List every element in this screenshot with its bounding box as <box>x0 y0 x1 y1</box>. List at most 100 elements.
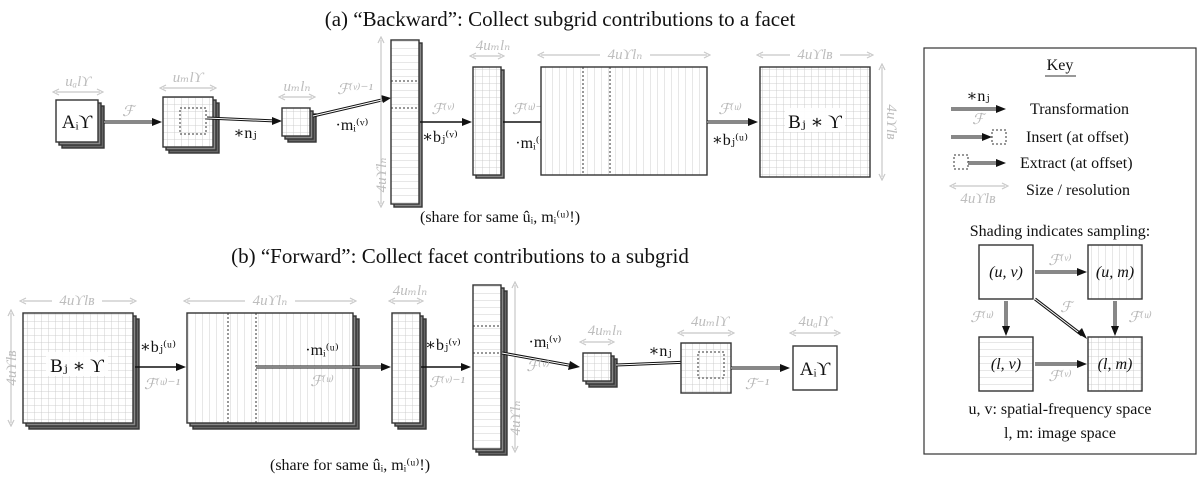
panel-b-title: (b) “Forward”: Collect facet contributio… <box>231 244 689 268</box>
edge-insert: ∗nⱼ <box>615 343 696 367</box>
node-tall-horizontal-stack <box>472 284 508 456</box>
node-tall-horizontal <box>390 39 423 208</box>
svg-text:4uₐlϒ: 4uₐlϒ <box>798 314 833 330</box>
size-indicator: uₘlₙ <box>282 79 312 97</box>
node-narrow-grid-stack <box>391 312 427 430</box>
svg-text:ℱ⁽ᵛ⁾: ℱ⁽ᵛ⁾ <box>1048 368 1072 385</box>
node-wide-vertical <box>540 66 708 176</box>
svg-text:(l, v): (l, v) <box>991 356 1021 373</box>
svg-text:4uₘlₙ: 4uₘlₙ <box>393 283 427 299</box>
svg-text:uₘlϒ: uₘlϒ <box>173 70 205 86</box>
svg-text:ℱ⁻¹: ℱ⁻¹ <box>745 377 770 393</box>
edge-transform: ℱ⁽ᵘ⁾ ∗bⱼ⁽ᵘ⁾ <box>707 101 758 149</box>
svg-text:ℱ: ℱ <box>1060 300 1075 316</box>
panel-a-title: (a) “Backward”: Collect subgrid contribu… <box>325 7 796 31</box>
share-note: (share for same ûᵢ, mᵢ⁽ᵘ⁾!) <box>270 457 430 474</box>
size-indicator: 4uₘlₙ <box>392 283 427 301</box>
edge-transform: ℱ⁻¹ <box>731 364 790 393</box>
share-note: (share for same ûᵢ, mᵢ⁽ᵘ⁾!) <box>420 209 580 226</box>
svg-text:uₐlϒ: uₐlϒ <box>65 74 92 90</box>
svg-text:4uϒlʙ: 4uϒlʙ <box>883 104 899 140</box>
key-title: Key <box>1047 57 1074 74</box>
svg-text:4uϒlₙ: 4uϒlₙ <box>508 401 524 436</box>
edge-transform: ℱ <box>104 104 162 126</box>
svg-text:(u, m): (u, m) <box>1096 264 1134 281</box>
node-wide-vertical-stack <box>186 312 360 430</box>
key-transformation: ∗nⱼ ℱ Transformation <box>951 88 1129 128</box>
svg-text:ℱ⁽ᵛ⁾⁻¹: ℱ⁽ᵛ⁾⁻¹ <box>337 81 373 98</box>
svg-text:ℱ⁽ᵛ⁾⁻¹: ℱ⁽ᵛ⁾⁻¹ <box>429 374 465 391</box>
svg-text:∗bⱼ⁽ᵛ⁾: ∗bⱼ⁽ᵛ⁾ <box>422 129 458 146</box>
edge-extract: ∗nⱼ <box>206 116 282 142</box>
size-indicator: 4uₘlϒ <box>681 314 731 333</box>
size-indicator: uₘlϒ <box>163 70 213 88</box>
key-node-lm <box>1087 336 1143 392</box>
svg-text:ℱ⁽ᵘ⁾⁻¹: ℱ⁽ᵘ⁾⁻¹ <box>144 376 180 393</box>
svg-text:Extract (at offset): Extract (at offset) <box>1020 155 1133 172</box>
node-grid-stack <box>162 96 220 154</box>
edge-insert: ℱ⁽ᵛ⁾⁻¹ ·mᵢ⁽ᵛ⁾ <box>312 81 391 134</box>
size-indicator: 4uϒlʙ 4uϒlʙ <box>760 44 899 177</box>
size-indicator: 4uϒlₙ <box>187 290 353 309</box>
node-facet: Bⱼ ∗ ϒ <box>759 66 871 178</box>
svg-text:ℱ: ℱ <box>122 104 137 120</box>
node-small-grid-stack <box>582 352 618 388</box>
key-node-lv <box>978 336 1034 392</box>
svg-text:·mᵢ⁽ᵘ⁾: ·mᵢ⁽ᵘ⁾ <box>305 342 339 359</box>
svg-text:ℱ⁽ᵛ⁾: ℱ⁽ᵛ⁾ <box>431 101 455 118</box>
size-indicator: 4uₘlₙ <box>583 323 622 342</box>
svg-text:(u, v): (u, v) <box>989 264 1023 281</box>
node-small-grid-stack <box>281 107 317 143</box>
node-grid <box>680 342 732 394</box>
svg-text:ℱ⁽ᵘ⁾: ℱ⁽ᵘ⁾ <box>970 309 994 326</box>
edge-extract: ·mᵢ⁽ᵘ⁾ ℱ⁽ᵘ⁾ <box>256 342 391 390</box>
size-indicator: 4uϒlʙ 4uϒlʙ <box>4 290 133 423</box>
svg-text:∗nⱼ: ∗nⱼ <box>648 343 671 360</box>
svg-text:4uϒlₙ: 4uϒlₙ <box>608 47 643 63</box>
size-indicator: 4uₐlϒ <box>793 314 837 333</box>
svg-text:∗nⱼ: ∗nⱼ <box>233 125 256 142</box>
svg-text:4uₘlₙ: 4uₘlₙ <box>476 38 510 54</box>
svg-text:Bⱼ ∗ ϒ: Bⱼ ∗ ϒ <box>50 356 104 377</box>
svg-text:4uϒlₙ: 4uϒlₙ <box>253 293 288 309</box>
svg-text:4uϒlʙ: 4uϒlʙ <box>797 47 833 63</box>
size-indicator: uₐlϒ <box>56 74 100 92</box>
svg-text:Insert (at offset): Insert (at offset) <box>1026 129 1129 146</box>
node-narrow-grid <box>472 66 505 179</box>
svg-text:ℱ⁽ᵘ⁾: ℱ⁽ᵘ⁾ <box>1128 309 1152 326</box>
node-subgrid: Aᵢϒ <box>792 345 838 391</box>
svg-text:4uϒlʙ: 4uϒlʙ <box>960 191 996 207</box>
svg-text:ℱ: ℱ <box>972 112 987 128</box>
svg-text:4uϒlʙ: 4uϒlʙ <box>4 350 20 386</box>
svg-text:ℱ⁽ᵘ⁾: ℱ⁽ᵘ⁾ <box>310 373 334 390</box>
svg-text:∗nⱼ: ∗nⱼ <box>966 88 989 105</box>
svg-text:Size / resolution: Size / resolution <box>1026 182 1130 199</box>
key-node-um <box>1087 244 1143 300</box>
size-indicator: 4uϒlₙ <box>508 285 524 449</box>
svg-text:4uₘlₙ: 4uₘlₙ <box>588 323 622 339</box>
svg-text:∗bⱼ⁽ᵛ⁾: ∗bⱼ⁽ᵛ⁾ <box>425 337 461 354</box>
svg-text:ℱ⁽ᵛ⁾: ℱ⁽ᵛ⁾ <box>1048 252 1072 269</box>
shading-title: Shading indicates sampling: <box>970 223 1150 240</box>
svg-text:ℱ⁽ᵘ⁾⁻¹: ℱ⁽ᵘ⁾⁻¹ <box>512 101 548 118</box>
svg-text:(l, m): (l, m) <box>1098 356 1133 373</box>
svg-text:∗bⱼ⁽ᵘ⁾: ∗bⱼ⁽ᵘ⁾ <box>712 132 748 149</box>
edge-transform: ℱ⁽ᵛ⁾ ∗bⱼ⁽ᵛ⁾ <box>420 101 472 146</box>
size-indicator: 4uϒlₙ <box>541 44 707 63</box>
svg-text:uₘlₙ: uₘlₙ <box>284 79 311 95</box>
edge-transform: ∗bⱼ⁽ᵘ⁾ ℱ⁽ᵘ⁾⁻¹ <box>135 339 186 393</box>
svg-text:4uϒlʙ: 4uϒlʙ <box>59 293 95 309</box>
key-footer-uv: u, v: spatial-frequency space <box>968 401 1151 418</box>
node-a-image-stack: Aᵢϒ <box>55 99 105 149</box>
svg-text:·mᵢ⁽ᵛ⁾: ·mᵢ⁽ᵛ⁾ <box>336 117 369 134</box>
key-panel: Key ∗nⱼ ℱ Transformation Insert (at offs… <box>923 47 1197 455</box>
key-footer-lm: l, m: image space <box>1004 425 1116 442</box>
key-size: 4uϒlʙ Size / resolution <box>953 182 1130 207</box>
key-node-uv <box>978 244 1034 300</box>
node-facet-stack: Bⱼ ∗ ϒ <box>22 312 140 430</box>
svg-text:∗bⱼ⁽ᵘ⁾: ∗bⱼ⁽ᵘ⁾ <box>140 339 176 356</box>
svg-text:4uₘlϒ: 4uₘlϒ <box>691 314 730 330</box>
key-insert: Insert (at offset) <box>951 129 1129 146</box>
edge-transform: ∗bⱼ⁽ᵛ⁾ ℱ⁽ᵛ⁾⁻¹ <box>421 337 471 391</box>
